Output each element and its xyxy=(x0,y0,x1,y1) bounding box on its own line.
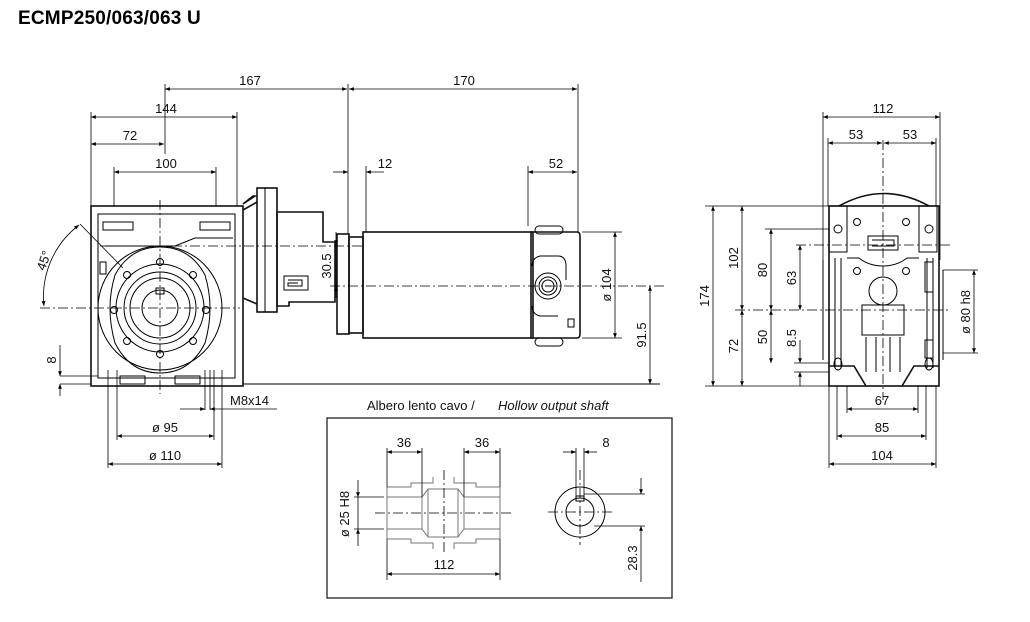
dim-label-50: 50 xyxy=(755,330,770,344)
dim-label-102: 102 xyxy=(726,247,741,269)
dim-dia-80-h8: ø 80 h8 xyxy=(943,269,978,354)
dim-67: 67 xyxy=(847,393,918,411)
dim-80: 80 xyxy=(755,229,773,310)
dim-label-80: 80 xyxy=(755,263,770,277)
dim-label-52: 52 xyxy=(549,156,563,171)
dim-112-side: 112 xyxy=(823,101,940,119)
dim-label-170: 170 xyxy=(453,73,475,88)
dim-label-8-5: 8.5 xyxy=(784,329,799,347)
dim-52: 52 xyxy=(528,156,577,174)
dim-label-8: 8 xyxy=(44,356,59,363)
dim-53-right: 53 xyxy=(884,127,936,145)
dim-m8x14: M8x14 xyxy=(180,393,277,411)
dim-100: 100 xyxy=(114,156,216,174)
dim-dia-104: ø 104 xyxy=(582,231,622,339)
dim-170: 170 xyxy=(349,73,577,91)
dim-label-36-right: 36 xyxy=(475,435,489,450)
dim-label-30-5: 30.5 xyxy=(319,253,334,278)
dim-dia-25-h8: ø 25 H8 xyxy=(337,480,384,546)
dim-112-shaft: 112 xyxy=(387,557,500,576)
dim-label-174: 174 xyxy=(697,285,712,307)
dim-8-5: 8.5 xyxy=(784,329,802,386)
dim-label-100: 100 xyxy=(155,156,177,171)
dim-label-8-shaft: 8 xyxy=(602,435,609,450)
dim-label-m8x14: M8x14 xyxy=(230,393,269,408)
dim-dia-110: ø 110 xyxy=(108,448,222,466)
dim-144: 144 xyxy=(91,101,237,119)
dim-72: 72 xyxy=(91,128,164,146)
dim-label-91-5: 91.5 xyxy=(634,322,649,347)
dim-dia-95: ø 95 xyxy=(117,420,214,438)
dim-36-left: 36 xyxy=(387,435,422,454)
dim-45-deg: 45° xyxy=(33,223,124,307)
gearbox-side-view xyxy=(822,192,944,387)
dim-167: 167 xyxy=(165,73,347,91)
dim-63: 63 xyxy=(784,245,802,310)
drawing-title: ECMP250/063/063 U xyxy=(18,8,201,29)
shaft-detail-frame xyxy=(326,417,673,599)
dim-104-side: 104 xyxy=(829,448,936,466)
shaft-caption-english: Hollow output shaft xyxy=(498,398,610,413)
hollow-shaft-section xyxy=(386,477,501,549)
dim-8-front: 8 xyxy=(44,345,98,396)
dim-label-67: 67 xyxy=(875,393,889,408)
shaft-caption-italian: Albero lento cavo / xyxy=(367,398,475,413)
motor-flange xyxy=(242,187,336,313)
dim-label-53-right: 53 xyxy=(903,127,917,142)
dim-label-dia-110: ø 110 xyxy=(149,448,181,463)
motor-body xyxy=(336,225,581,347)
dim-50: 50 xyxy=(755,310,773,363)
dim-label-36-left: 36 xyxy=(397,435,411,450)
dim-label-85: 85 xyxy=(875,420,889,435)
dim-label-72: 72 xyxy=(123,128,137,143)
dim-label-167: 167 xyxy=(239,73,261,88)
dim-102: 102 xyxy=(726,206,744,310)
dim-label-dia-80-h8: ø 80 h8 xyxy=(958,290,973,334)
dim-label-45: 45° xyxy=(33,249,54,273)
dim-label-63: 63 xyxy=(784,271,799,285)
dim-72-side: 72 xyxy=(726,310,744,386)
dim-label-104: 104 xyxy=(871,448,893,463)
gearbox-front-view xyxy=(90,205,244,387)
dim-label-53-left: 53 xyxy=(849,127,863,142)
dim-53-left: 53 xyxy=(828,127,882,145)
dim-12: 12 xyxy=(333,156,392,174)
dim-174: 174 xyxy=(697,206,715,386)
dim-label-dia-104: ø 104 xyxy=(599,268,614,301)
dim-label-28-3: 28.3 xyxy=(625,545,640,570)
dim-30-5: 30.5 xyxy=(319,232,338,298)
dim-label-112-shaft: 112 xyxy=(434,557,455,572)
dim-91-5: 91.5 xyxy=(634,286,652,384)
dim-8-shaft: 8 xyxy=(563,435,610,454)
dim-36-right: 36 xyxy=(464,435,500,454)
dim-label-72-side: 72 xyxy=(726,339,741,353)
dim-label-dia-25-h8: ø 25 H8 xyxy=(337,491,352,537)
dim-label-12: 12 xyxy=(378,156,392,171)
dim-28-3: 28.3 xyxy=(584,478,645,582)
dim-label-dia-95: ø 95 xyxy=(152,420,178,435)
dim-85: 85 xyxy=(837,420,926,438)
dim-label-144: 144 xyxy=(155,101,177,116)
dim-label-112: 112 xyxy=(873,101,894,116)
